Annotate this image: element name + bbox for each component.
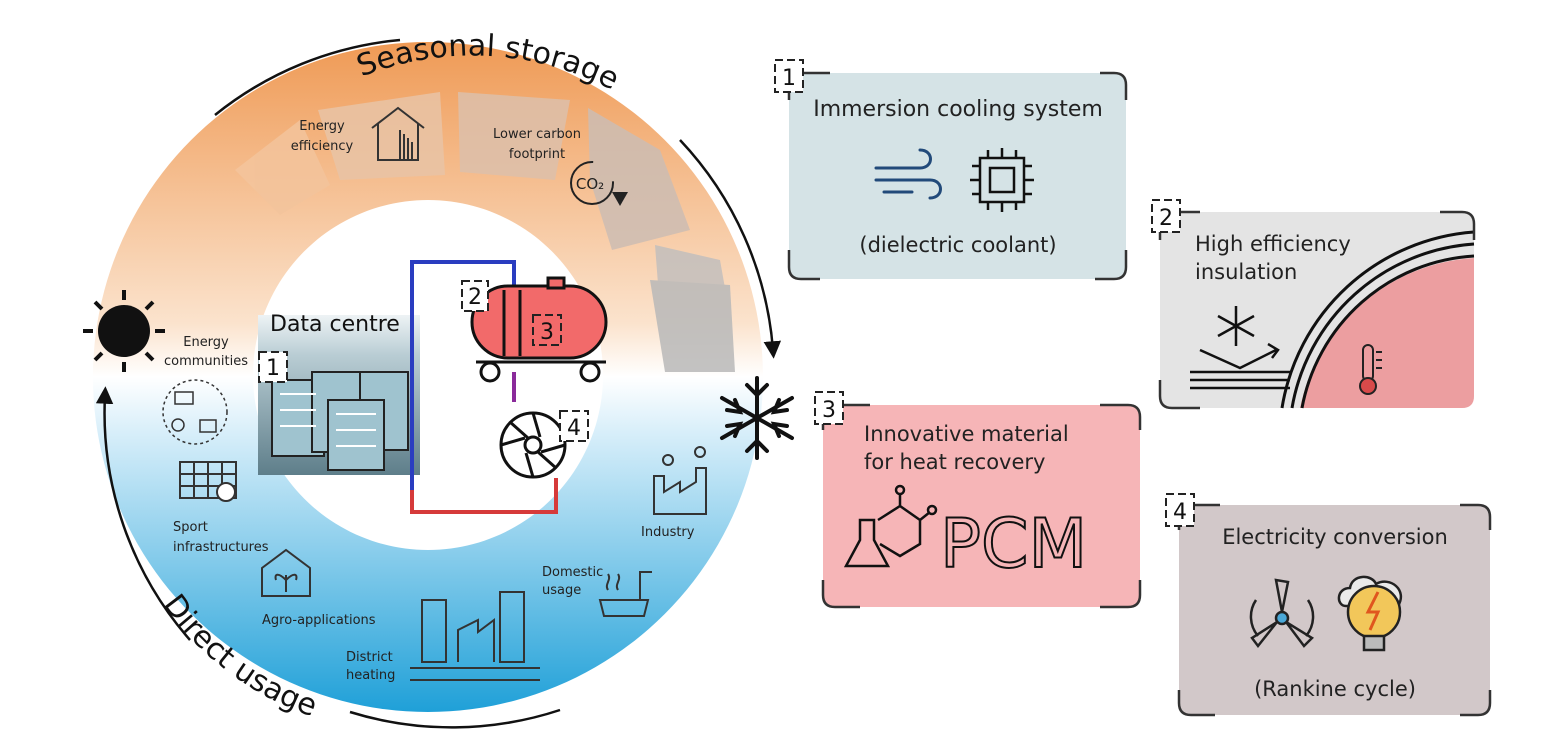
pcm-label: PCM xyxy=(940,505,1087,584)
svg-text:1: 1 xyxy=(266,356,280,381)
panel-1-badge: 1 xyxy=(774,59,804,93)
svg-text:3: 3 xyxy=(540,320,554,345)
svg-text:1: 1 xyxy=(782,66,796,91)
svg-text:efficiency: efficiency xyxy=(291,139,354,154)
energy-communities-item: Energy communities xyxy=(162,335,248,445)
svg-text:Energy: Energy xyxy=(183,335,229,350)
panel-4-subtitle: (Rankine cycle) xyxy=(1254,677,1416,701)
svg-text:2: 2 xyxy=(1159,206,1173,231)
panel-3-badge: 3 xyxy=(814,391,844,425)
panel-2-title-line-1: High efficiency xyxy=(1195,232,1351,256)
svg-text:heating: heating xyxy=(346,668,395,683)
house-efficiency-icon xyxy=(371,106,425,161)
svg-text:Sport: Sport xyxy=(173,520,208,535)
data-centre-label: Data centre xyxy=(270,312,400,337)
badge-1: 1 xyxy=(258,351,288,383)
svg-text:District: District xyxy=(346,650,393,665)
bottom-arc-right xyxy=(349,708,561,729)
snowflake-icon xyxy=(720,376,794,460)
panel-4-title: Electricity conversion xyxy=(1222,525,1448,549)
hot-zone xyxy=(1300,258,1474,408)
cold-pipe xyxy=(410,260,516,490)
wind-turbine-icon xyxy=(1249,578,1315,649)
industry-item: Industry xyxy=(641,446,707,540)
district-heating-icon xyxy=(410,591,540,681)
sun-icon xyxy=(83,290,165,372)
panel-insulation: 2 High efficiency insulation xyxy=(1151,199,1476,410)
svg-text:Agro-applications: Agro-applications xyxy=(262,613,376,628)
svg-text:Domestic: Domestic xyxy=(542,565,603,580)
svg-text:Energy: Energy xyxy=(299,119,345,134)
chip-icon xyxy=(970,148,1034,212)
badge-3: 3 xyxy=(532,314,562,346)
panel-immersion-cooling: 1 Immersion cooling system (dielectric c… xyxy=(774,59,1128,281)
sport-net-icon xyxy=(179,461,237,502)
panel-1-subtitle: (dielectric coolant) xyxy=(859,233,1056,257)
insulation-snowflake-icon xyxy=(1190,306,1290,390)
server-racks-icon xyxy=(271,371,409,471)
panel-pcm: 3 Innovative material for heat recovery … xyxy=(814,391,1142,609)
ring: Seasonal storage Direct usage xyxy=(92,28,782,729)
factory-icon xyxy=(653,446,707,515)
svg-text:Industry: Industry xyxy=(641,525,695,540)
panel-2-badge: 2 xyxy=(1151,199,1181,233)
district-heating-item: District heating xyxy=(346,591,540,683)
svg-text:footprint: footprint xyxy=(509,147,565,162)
svg-text:Lower carbon: Lower carbon xyxy=(493,127,581,142)
bottom-arc xyxy=(95,386,191,641)
lightbulb-cloud-icon xyxy=(1337,575,1402,652)
bathtub-icon xyxy=(598,571,652,617)
panel-3-title-line-1: Innovative material xyxy=(864,422,1069,446)
badge-4: 4 xyxy=(559,410,589,442)
svg-text:2: 2 xyxy=(468,285,482,310)
ring-band xyxy=(92,42,763,712)
top-arc-right xyxy=(679,139,782,359)
svg-text:infrastructures: infrastructures xyxy=(173,540,269,555)
svg-text:CO₂: CO₂ xyxy=(576,175,604,193)
insulation-layers xyxy=(1280,230,1475,409)
sport-item: Sport infrastructures xyxy=(173,461,269,555)
badge-2: 2 xyxy=(461,280,489,312)
storage-gauge xyxy=(235,92,735,372)
panel-electricity: 4 Electricity conversion (Rankine cycle) xyxy=(1165,493,1492,717)
agro-item: Agro-applications xyxy=(261,548,376,628)
hot-pipe xyxy=(410,478,558,514)
svg-text:3: 3 xyxy=(822,398,836,423)
svg-text:4: 4 xyxy=(567,416,581,441)
greenhouse-icon xyxy=(261,548,311,597)
turbine-icon xyxy=(499,411,567,479)
domestic-item: Domestic usage xyxy=(542,565,652,617)
flask-molecule-icon xyxy=(843,484,938,568)
community-network-icon xyxy=(162,379,228,445)
svg-text:4: 4 xyxy=(1173,500,1187,525)
panel-3-title-line-2: for heat recovery xyxy=(864,450,1045,474)
co2-icon: CO₂ xyxy=(570,161,628,206)
data-centre: Data centre 1 2 xyxy=(258,260,608,514)
lower-carbon-item: Lower carbon footprint CO₂ xyxy=(493,127,628,206)
top-arc xyxy=(214,38,401,116)
thermometer-icon xyxy=(1359,344,1382,395)
energy-efficiency-item: Energy efficiency xyxy=(291,106,425,161)
panel-2-title-line-2: insulation xyxy=(1195,260,1297,284)
svg-text:usage: usage xyxy=(542,583,581,598)
wind-icon xyxy=(874,148,942,200)
panel-1-title: Immersion cooling system xyxy=(813,97,1103,122)
panel-4-badge: 4 xyxy=(1165,493,1195,527)
svg-text:communities: communities xyxy=(164,354,248,369)
